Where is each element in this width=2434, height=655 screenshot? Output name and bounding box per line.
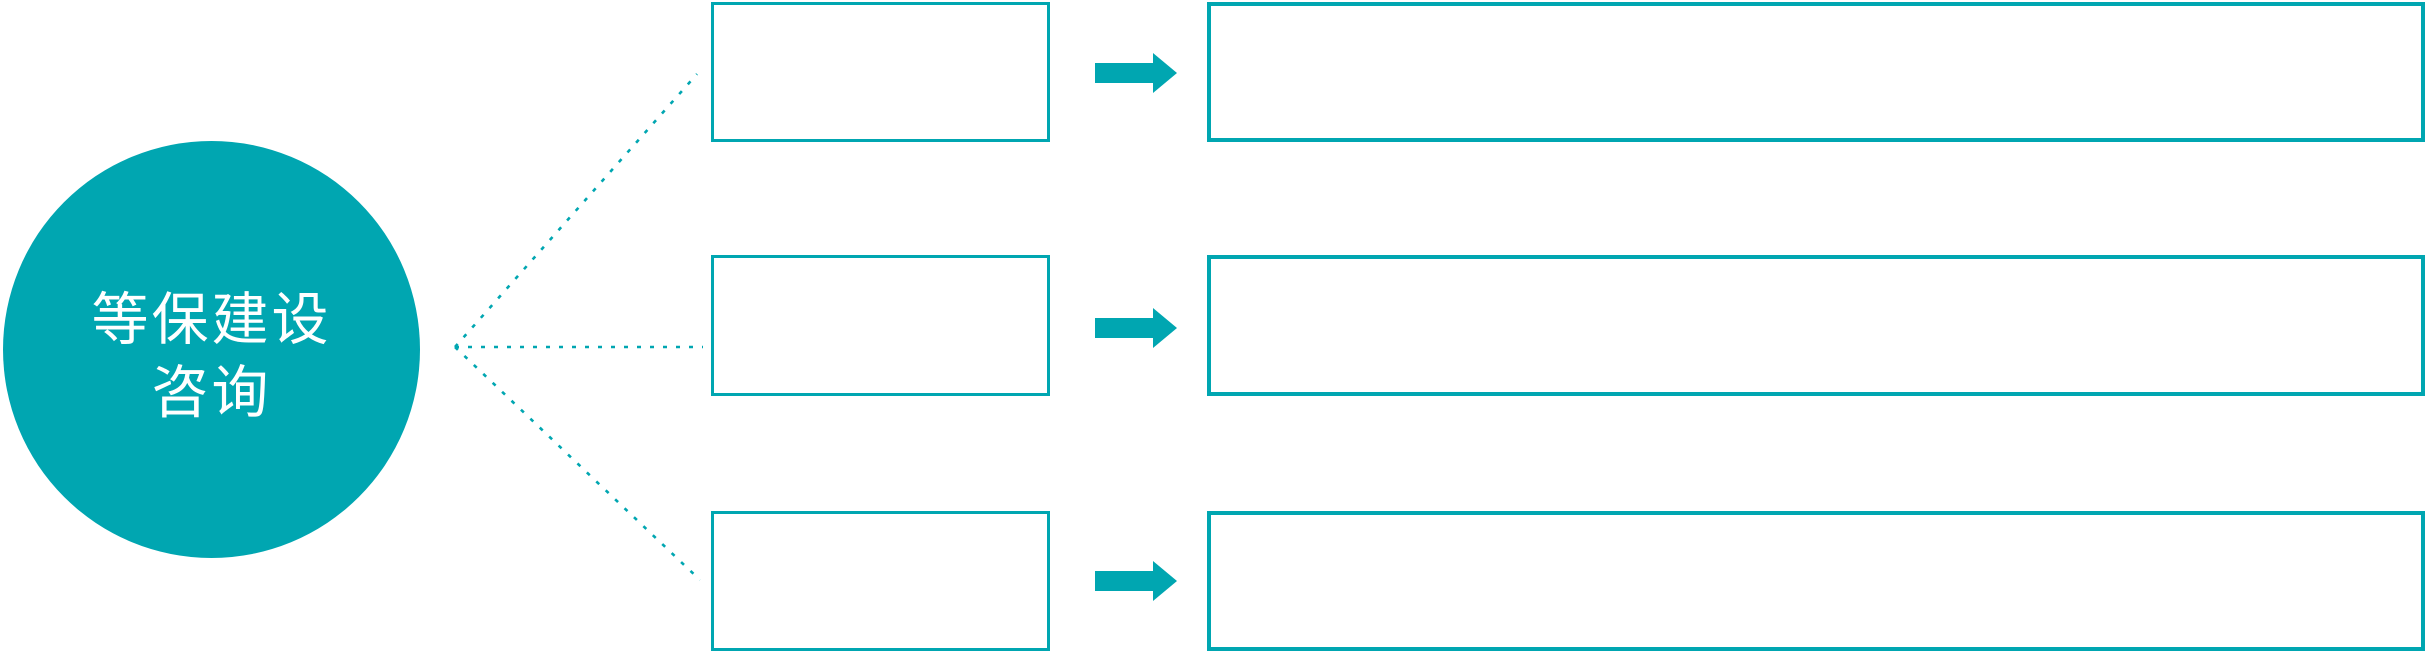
hub-label-line-1: 等保建设 bbox=[91, 287, 332, 352]
dashed-connector-bottom bbox=[454, 346, 701, 581]
source-box-2 bbox=[711, 255, 1050, 396]
hub-label-line-2: 咨询 bbox=[151, 360, 272, 425]
source-box-1 bbox=[711, 2, 1050, 142]
target-box-3 bbox=[1207, 511, 2425, 651]
source-box-3 bbox=[711, 511, 1050, 651]
arrow-right-icon bbox=[1095, 561, 1177, 601]
arrow-right-icon bbox=[1095, 308, 1177, 348]
arrow-right-icon bbox=[1095, 53, 1177, 93]
dashed-connector-top bbox=[454, 73, 698, 348]
target-box-2 bbox=[1207, 255, 2425, 396]
hub-circle: 等保建设 咨询 bbox=[3, 141, 420, 558]
hub-label: 等保建设 咨询 bbox=[92, 270, 332, 430]
target-box-1 bbox=[1207, 2, 2425, 142]
